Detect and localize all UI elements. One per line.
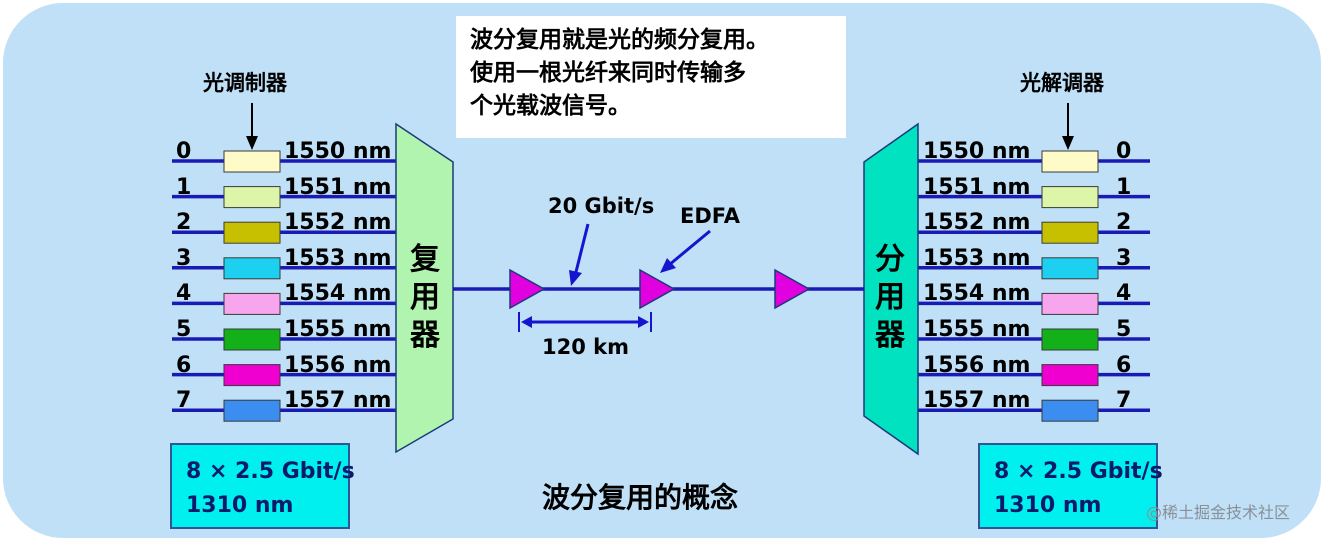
demodulator-3 <box>1041 257 1099 280</box>
input-channel-index: 3 <box>176 245 192 271</box>
input-channel-index: 4 <box>176 281 192 307</box>
bitrate-pointer-head <box>569 270 582 286</box>
fiber-lines <box>172 159 1150 412</box>
mux-wavelength-label: 1555 nm <box>284 317 392 342</box>
input-rate-box: 8 × 2.5 Gbit/s 1310 nm <box>170 443 355 529</box>
output-rate-line-2: 1310 nm <box>994 493 1102 518</box>
mux-wavelength-label: 1556 nm <box>284 352 392 378</box>
modulator-7 <box>223 399 281 422</box>
input-rate-line-1: 8 × 2.5 Gbit/s <box>186 459 355 484</box>
diagram-title: 波分复用的概念 <box>542 481 739 514</box>
modulator-2 <box>223 221 281 244</box>
edfa-pointer-head <box>660 258 676 273</box>
modulator-1 <box>223 186 281 209</box>
edfa-amplifier-1 <box>509 268 546 310</box>
demultiplexer <box>863 122 919 456</box>
modulator-label: 光调制器 <box>203 71 287 95</box>
edfa-amplifier-2 <box>639 268 676 310</box>
mux-wavelength-label: 1553 nm <box>284 245 392 271</box>
demux-wavelength-label: 1551 nm <box>923 174 1031 200</box>
output-channel-index: 1 <box>1116 174 1132 200</box>
demodulator-4 <box>1041 292 1099 315</box>
demodulator-7 <box>1041 399 1099 422</box>
input-rate-line-2: 1310 nm <box>186 493 294 518</box>
bitrate-pointer <box>573 223 590 277</box>
demux-wavelength-label: 1556 nm <box>923 352 1031 378</box>
watermark: @稀土掘金技术社区 <box>1146 503 1291 522</box>
demux-wavelength-label: 1554 nm <box>923 281 1031 307</box>
note-line-2: 使用一根光纤来同时传输多 <box>470 60 746 86</box>
input-channel-index: 1 <box>176 174 192 200</box>
modulator-5 <box>223 328 281 351</box>
demux-wavelength-label: 1553 nm <box>923 245 1031 271</box>
demodulator-2 <box>1041 221 1099 244</box>
demodulator-1 <box>1041 186 1099 209</box>
input-channel-index: 0 <box>176 139 192 164</box>
span-length-label: 120 km <box>542 335 629 359</box>
demux-wavelength-label: 1552 nm <box>923 210 1031 236</box>
output-channel-index: 6 <box>1116 352 1132 378</box>
output-channel-index: 7 <box>1116 388 1132 414</box>
output-channel-index: 5 <box>1116 317 1132 342</box>
note-line-3: 个光载波信号。 <box>470 93 631 119</box>
note-line-1: 波分复用就是光的频分复用。 <box>470 27 769 53</box>
mux-char-2: 用 <box>410 280 440 315</box>
input-channel-index: 5 <box>176 317 192 342</box>
demodulator-0 <box>1041 150 1099 173</box>
output-channel-index: 2 <box>1116 210 1132 236</box>
output-channel-index: 3 <box>1116 245 1132 271</box>
output-rate-box: 8 × 2.5 Gbit/s 1310 nm <box>978 443 1163 529</box>
demodulator-6 <box>1041 364 1099 387</box>
wdm-explanation-note: 波分复用就是光的频分复用。 使用一根光纤来同时传输多 个光载波信号。 <box>456 16 846 138</box>
modulator-3 <box>223 257 281 280</box>
edfa-pointer <box>668 229 711 267</box>
mux-vertical-label: 复 用 器 <box>405 241 445 355</box>
modulator-6 <box>223 364 281 387</box>
input-channel-index: 7 <box>176 388 192 414</box>
multiplexer <box>395 122 454 454</box>
span-arrowhead-left <box>521 316 532 328</box>
demodulator-5 <box>1041 328 1099 351</box>
modulator-4 <box>223 292 281 315</box>
modulator-pointer-head <box>246 136 258 150</box>
output-channel-index: 0 <box>1116 139 1132 164</box>
modulator-0 <box>223 150 281 173</box>
input-channel-index: 6 <box>176 352 192 378</box>
mux-wavelength-label: 1550 nm <box>284 139 392 164</box>
mux-wavelength-label: 1552 nm <box>284 210 392 236</box>
input-channel-index: 2 <box>176 210 192 236</box>
mux-char-1: 复 <box>410 242 440 277</box>
output-rate-line-1: 8 × 2.5 Gbit/s <box>994 459 1163 484</box>
modulator-boxes <box>223 150 1099 422</box>
mux-wavelength-label: 1554 nm <box>284 281 392 307</box>
output-channel-index: 4 <box>1116 281 1132 307</box>
demux-wavelength-label: 1555 nm <box>923 317 1031 342</box>
demux-wavelength-label: 1557 nm <box>923 388 1031 414</box>
demux-char-3: 器 <box>875 318 905 353</box>
mux-wavelength-label: 1551 nm <box>284 174 392 200</box>
edfa-amplifier-3 <box>774 268 811 310</box>
mux-wavelength-label: 1557 nm <box>284 388 392 414</box>
demux-char-2: 用 <box>875 280 905 315</box>
span-arrowhead-right <box>638 316 649 328</box>
demux-wavelength-label: 1550 nm <box>923 139 1031 164</box>
demux-vertical-label: 分 用 器 <box>870 241 910 355</box>
demodulator-label: 光解调器 <box>1020 71 1104 95</box>
bitrate-label: 20 Gbit/s <box>548 194 655 218</box>
demux-char-1: 分 <box>875 242 905 277</box>
mux-char-3: 器 <box>410 318 440 353</box>
demodulator-pointer-head <box>1062 136 1074 150</box>
edfa-label: EDFA <box>680 204 740 228</box>
